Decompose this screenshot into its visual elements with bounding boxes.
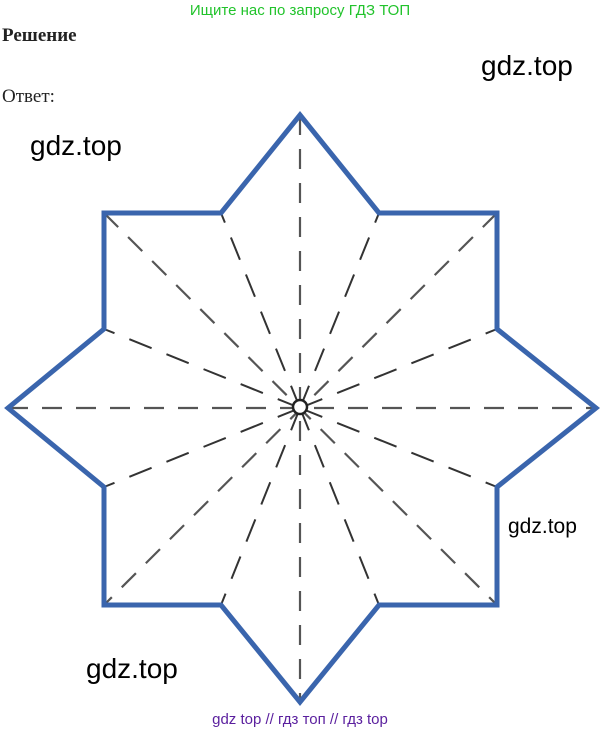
watermark: gdz.top bbox=[508, 515, 577, 538]
star-outline bbox=[4, 111, 600, 706]
ray bbox=[103, 407, 301, 488]
top-banner: Ищите нас по запросу ГДЗ ТОП bbox=[189, 2, 411, 19]
ray bbox=[103, 328, 301, 409]
answer-label: Ответ: bbox=[2, 86, 55, 107]
ray bbox=[299, 212, 380, 409]
ray bbox=[220, 407, 301, 606]
ray bbox=[299, 407, 380, 606]
ray bbox=[299, 407, 498, 488]
watermark: gdz.top bbox=[86, 653, 178, 684]
solution-heading: Решение bbox=[2, 25, 77, 46]
watermark: gdz.top bbox=[30, 130, 122, 161]
footer-links[interactable]: gdz top // гдз топ // гдз top bbox=[212, 711, 388, 728]
watermark: gdz.top bbox=[481, 50, 573, 81]
inner-rays bbox=[103, 212, 498, 606]
center-point bbox=[291, 398, 309, 416]
ray bbox=[299, 328, 498, 409]
ray bbox=[220, 212, 301, 409]
